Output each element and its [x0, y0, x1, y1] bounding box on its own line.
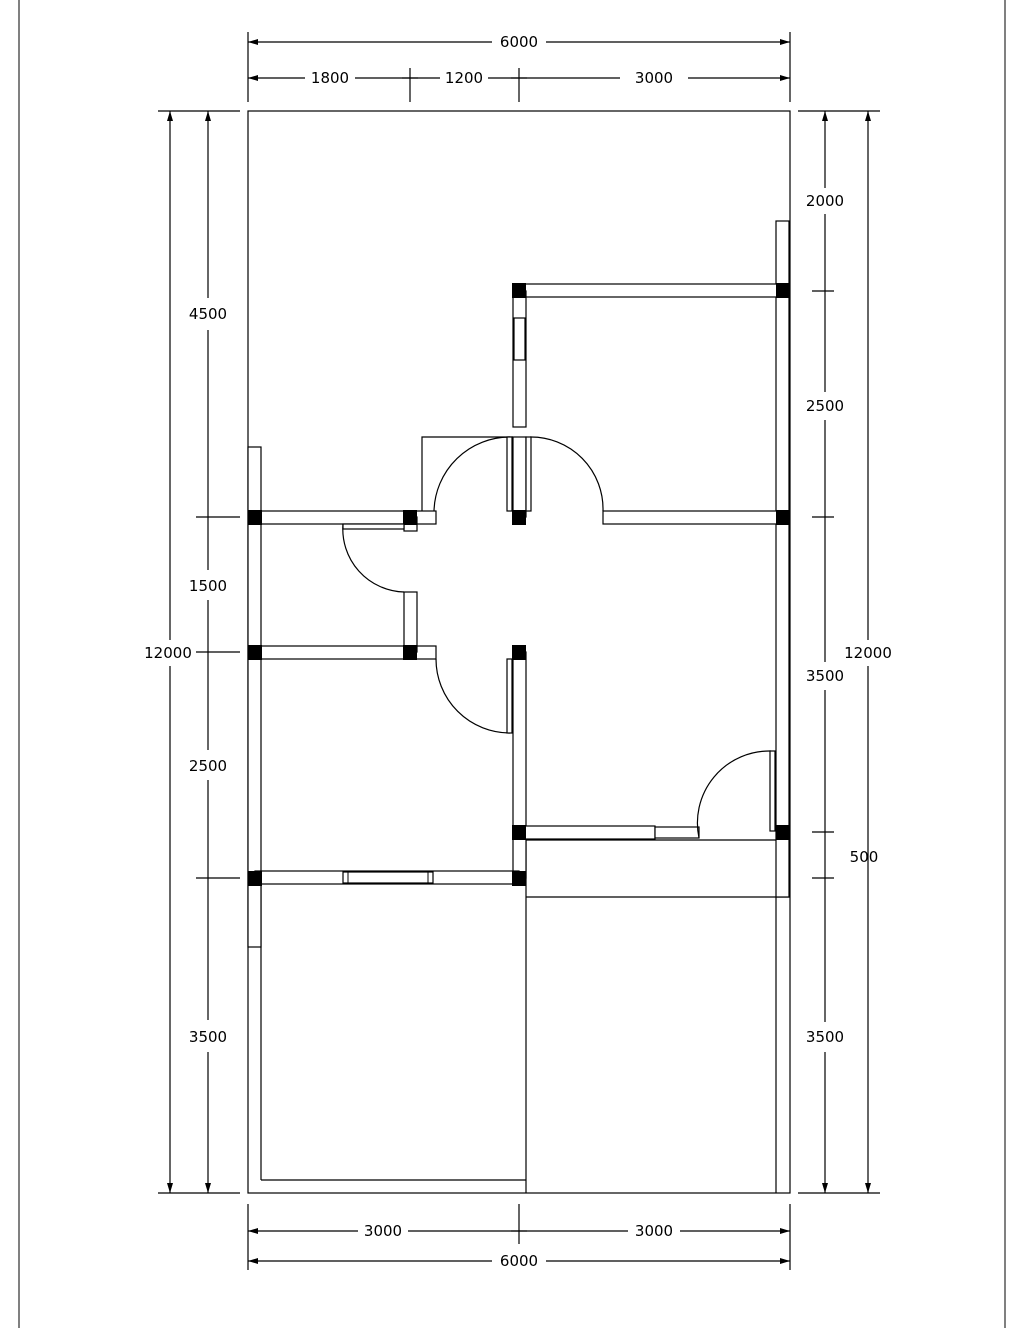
top-overall-dimension: 6000: [500, 33, 538, 51]
structural-columns: [248, 283, 790, 886]
left-segment-dimension-1: 4500: [189, 305, 227, 323]
bottom-segment-dimension-1: 3000: [364, 1222, 402, 1240]
walls: [247, 220, 790, 948]
top-segment-dimension-3: 3000: [635, 69, 673, 87]
right-overall-dimension: 12000: [844, 644, 892, 662]
bottom-segment-dimension-2: 3000: [635, 1222, 673, 1240]
right-dimension-group: 12000 2000 2500 3500 500 3500: [798, 110, 892, 1194]
right-segment-dimension-2: 2500: [806, 397, 844, 415]
left-overall-dimension: 12000: [144, 644, 192, 662]
right-segment-dimension-5: 3500: [806, 1028, 844, 1046]
left-segment-dimension-3: 2500: [189, 757, 227, 775]
doors: [342, 436, 776, 839]
right-segment-dimension-4: 500: [850, 848, 879, 866]
bottom-overall-dimension: 6000: [500, 1252, 538, 1270]
left-segment-dimension-2: 1500: [189, 577, 227, 595]
top-dimension-group: 6000 1800 1200 3000: [247, 32, 791, 102]
top-segment-dimension-1: 1800: [311, 69, 349, 87]
right-segment-dimension-1: 2000: [806, 192, 844, 210]
top-segment-dimension-2: 1200: [445, 69, 483, 87]
bottom-dimension-group: 3000 3000 6000: [247, 1204, 791, 1270]
left-segment-dimension-4: 3500: [189, 1028, 227, 1046]
left-dimension-group: 12000 4500 1500 2500 3500: [144, 110, 240, 1194]
right-segment-dimension-3: 3500: [806, 667, 844, 685]
